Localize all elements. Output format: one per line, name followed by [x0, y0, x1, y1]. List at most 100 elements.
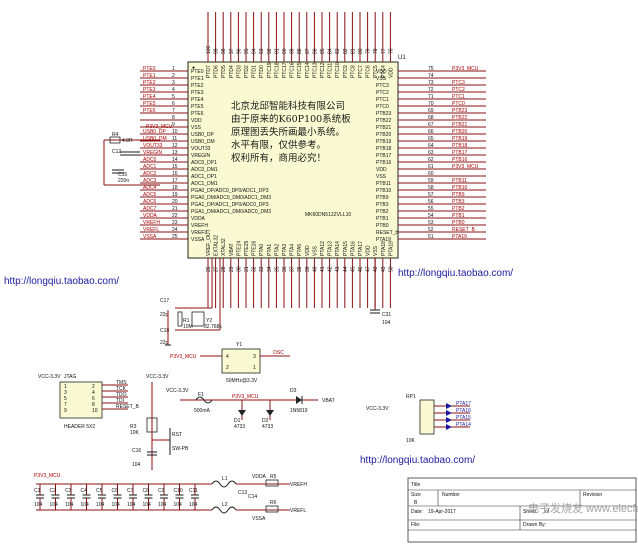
- fuse-value: 500mA: [194, 408, 211, 414]
- left-pin-number: 24: [172, 227, 178, 233]
- left-pin-number: 9: [172, 122, 175, 128]
- bottom-pin-number: 47: [366, 266, 372, 272]
- jtag-pin-number: 5: [64, 396, 67, 402]
- power-vcc-label: VCC-3.3V: [166, 388, 189, 394]
- right-pin-number: 71: [428, 94, 434, 100]
- right-pin-net: PTB18: [452, 143, 468, 149]
- left-pin-number: 10: [172, 129, 178, 135]
- top-pin-number: 88: [297, 48, 303, 54]
- right-pin-net: PTB9: [452, 192, 465, 198]
- c31-cap: C31 104: [370, 258, 391, 326]
- left-pin-number: 6: [172, 101, 175, 107]
- bottom-pin-name: PTA16: [350, 241, 356, 256]
- right-pin-net: PTB17: [452, 150, 468, 156]
- left-pin-number: 19: [172, 192, 178, 198]
- bottom-pin-number: 28: [221, 266, 227, 272]
- left-pin-net: ADC7: [143, 206, 157, 212]
- bottom-pin-number: 41: [320, 266, 326, 272]
- jtag-signal-label: TMS: [116, 380, 127, 386]
- right-pin-net: PTB1: [452, 213, 465, 219]
- decap-value: 104: [65, 502, 74, 508]
- c13-label: C13: [238, 490, 247, 496]
- right-pin-number: 67: [428, 122, 434, 128]
- vbat-label: VBAT: [322, 398, 335, 404]
- rst-label: RST: [172, 432, 182, 438]
- decap-label: C1: [34, 488, 41, 494]
- top-pin-name: PTC15: [297, 62, 303, 78]
- bottom-pin-name: PTA1: [267, 244, 273, 256]
- c12-label: C12: [112, 149, 121, 155]
- right-pin-net: PTC2: [452, 87, 465, 93]
- p3v3-mcu-label-top: P3V3_MCU: [146, 124, 173, 130]
- top-pin-number: 99: [214, 48, 220, 54]
- power-input: VCC-3.3V F1 500mA P3V3_MCU D1 D2 4733 47…: [166, 388, 335, 430]
- c16-label: C16: [132, 448, 141, 454]
- left-pin-net: ADC4: [143, 185, 157, 191]
- top-pin-name: PTC10: [335, 62, 341, 78]
- right-pin-name: PTB19: [376, 139, 392, 145]
- vdda-label: VDDA: [252, 474, 267, 480]
- left-pin-name: ADC0_DP1: [191, 160, 217, 166]
- left-pin-number: 20: [172, 199, 178, 205]
- osc-freq-label: 50MHz@3.3V: [226, 378, 258, 384]
- bottom-pin-number: 43: [335, 266, 341, 272]
- left-pin-net: PTE6: [143, 108, 156, 114]
- right-pin-net: PTB2: [452, 206, 465, 212]
- top-pin-number: 95: [244, 48, 250, 54]
- rp1-pin-arrow: [446, 417, 452, 423]
- top-pin-name: PTD0: [259, 65, 265, 78]
- mcu-pin1-mark: ●: [192, 65, 195, 71]
- top-pin-name: VDD: [388, 67, 394, 78]
- decap-value: 104: [34, 502, 43, 508]
- top-pin-number: 84: [328, 48, 334, 54]
- rst-button-label: SW-PB: [172, 446, 189, 452]
- analog-filter: L1 L2 C13 C14 VDDA R5 VREFH R6 VREFL VSS…: [211, 474, 307, 522]
- jtag-vcc-label: VCC-3.3V: [38, 374, 61, 380]
- bottom-pin-name: VREF_OUT: [206, 229, 212, 256]
- right-pin-name: PTB1: [376, 216, 389, 222]
- left-pin-name: PGA1_DM/ADC1_DM0/ADC0_DM3: [191, 209, 271, 215]
- left-pin-name: PGA0_DM/ADC0_DM0/ADC1_DM3: [191, 195, 271, 201]
- mcu-part-number: MK60DN512ZVLL10: [305, 212, 351, 218]
- tb-revision-label: Revision: [583, 492, 602, 498]
- decoupling-caps: P3V3_MCU C1104C2104C3104C4104C5104C6104C…: [34, 473, 212, 511]
- jtag-signal-label: RESET_B: [116, 404, 139, 410]
- zener-1-label: 4733: [234, 424, 245, 430]
- right-pin-net: P3V3_MCU: [452, 164, 479, 170]
- right-pin-name: PTC1: [376, 97, 389, 103]
- c31-value: 104: [382, 320, 391, 326]
- left-pin-name: VDD: [191, 118, 202, 124]
- c17-value: 22p: [160, 312, 169, 318]
- top-pin-name: PTD2: [244, 65, 250, 78]
- left-pin-net: VSSA: [143, 234, 157, 240]
- right-pin-name: PTB23: [376, 111, 392, 117]
- top-pin-name: PTC4: [381, 65, 387, 78]
- top-pin-name: PTD3: [236, 65, 242, 78]
- url-right: http://longqiu.taobao.com/: [398, 268, 513, 279]
- osc-net-label: OSC: [273, 350, 284, 356]
- right-pin-number: 59: [428, 178, 434, 184]
- decap-power-label: P3V3_MCU: [34, 473, 61, 479]
- right-pin-net: PTB22: [452, 115, 468, 121]
- notice-line-4: 水平有限，仅供参考。: [231, 139, 326, 151]
- top-pin-name: PTD6: [214, 65, 220, 78]
- tb-title-label: Title: [411, 482, 420, 488]
- svg-text:4: 4: [226, 354, 229, 360]
- osc-power-label: P3V3_MCU: [170, 354, 197, 360]
- right-pin-name: PTB0: [376, 223, 389, 229]
- right-pin-number: 75: [428, 66, 434, 72]
- bottom-pin-name: VDD: [305, 245, 311, 256]
- jtag-pin-number: 2: [92, 384, 95, 390]
- left-pin-name: PTE4: [191, 97, 204, 103]
- bottom-pin-name: VDD: [366, 245, 372, 256]
- top-pin-number: 87: [305, 48, 311, 54]
- bottom-pin-name: EXTAL32: [214, 235, 220, 256]
- d2-label: D2: [262, 418, 269, 424]
- right-pin-number: 52: [428, 227, 434, 233]
- tb-date-value: 19-Apr-2017: [428, 509, 456, 515]
- right-pin-number: 60: [428, 171, 434, 177]
- right-pin-net: PTB23: [452, 108, 468, 114]
- bottom-pin-name: PTA15: [343, 241, 349, 256]
- rp1-vcc-label: VCC-3.3V: [366, 406, 389, 412]
- rp1-value: 10K: [406, 438, 416, 444]
